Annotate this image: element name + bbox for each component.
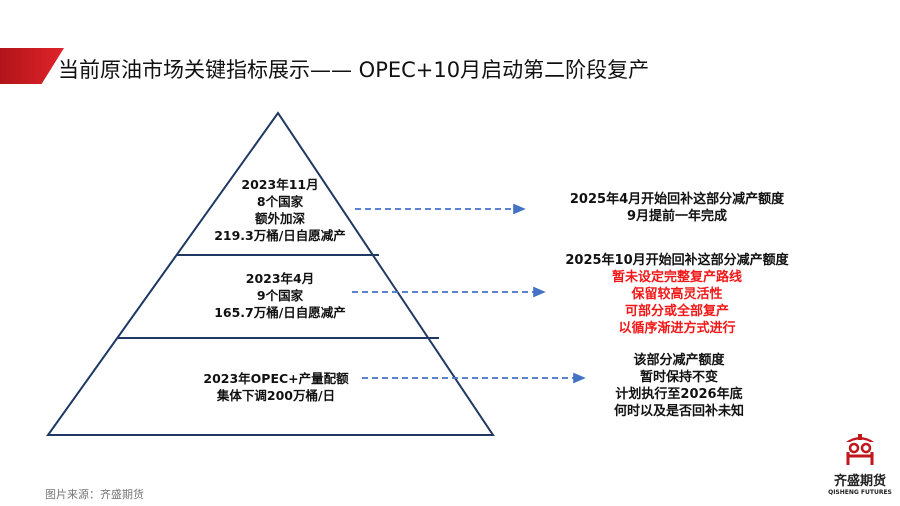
text-line-red: 以循序渐进方式进行 (618, 321, 736, 336)
text-line-red: 保留较高灵活性 (631, 287, 723, 302)
company-logo: 齐盛期货 QISHENG FUTURES (828, 432, 892, 496)
note-bottom: 该部分减产额度 暂时保持不变 计划执行至2026年底 何时以及是否回补未知 (614, 352, 744, 420)
text-line: 9个国家 (256, 288, 304, 303)
note-middle: 2025年10月开始回补这部分减产额度 暂未设定完整复产路线 保留较高灵活性 可… (565, 252, 788, 337)
text-line: 9月提前一年完成 (626, 209, 728, 224)
text-line: 2025年4月开始回补这部分减产额度 (569, 192, 785, 207)
text-line: 2023年4月 (245, 271, 315, 286)
pyramid-bottom-text: 2023年OPEC+产量配额 集体下调200万桶/日 (203, 370, 348, 404)
text-line: 2023年OPEC+产量配额 (203, 371, 349, 386)
logo-emblem-icon (846, 434, 874, 465)
pyramid-middle-text: 2023年4月 9个国家 165.7万桶/日自愿减产 (214, 270, 346, 321)
pyramid-outline (46, 111, 495, 436)
text-line: 集体下调200万桶/日 (216, 388, 336, 403)
text-line: 计划执行至2026年底 (615, 387, 743, 402)
text-line: 2025年10月开始回补这部分减产额度 (565, 253, 789, 268)
text-line: 暂时保持不变 (639, 370, 719, 385)
page-title: 当前原油市场关键指标展示—— OPEC+10月启动第二阶段复产 (58, 58, 650, 82)
logo-text-cn: 齐盛期货 (833, 474, 886, 489)
text-line-red: 可部分或全部复产 (624, 304, 729, 319)
text-line-red: 暂未设定完整复产路线 (611, 270, 742, 285)
source-caption: 图片来源：齐盛期货 (45, 488, 144, 501)
text-line: 8个国家 (256, 194, 304, 209)
logo-text-en: QISHENG FUTURES (828, 489, 892, 496)
text-line: 2023年11月 (241, 177, 319, 192)
pyramid-top-text: 2023年11月 8个国家 额外加深 219.3万桶/日自愿减产 (214, 176, 346, 244)
text-line: 219.3万桶/日自愿减产 (214, 228, 346, 243)
text-line: 该部分减产额度 (633, 353, 725, 368)
text-line: 额外加深 (254, 211, 306, 226)
note-top: 2025年4月开始回补这部分减产额度 9月提前一年完成 (570, 191, 784, 225)
text-line: 165.7万桶/日自愿减产 (214, 305, 346, 320)
text-line: 何时以及是否回补未知 (613, 404, 745, 419)
